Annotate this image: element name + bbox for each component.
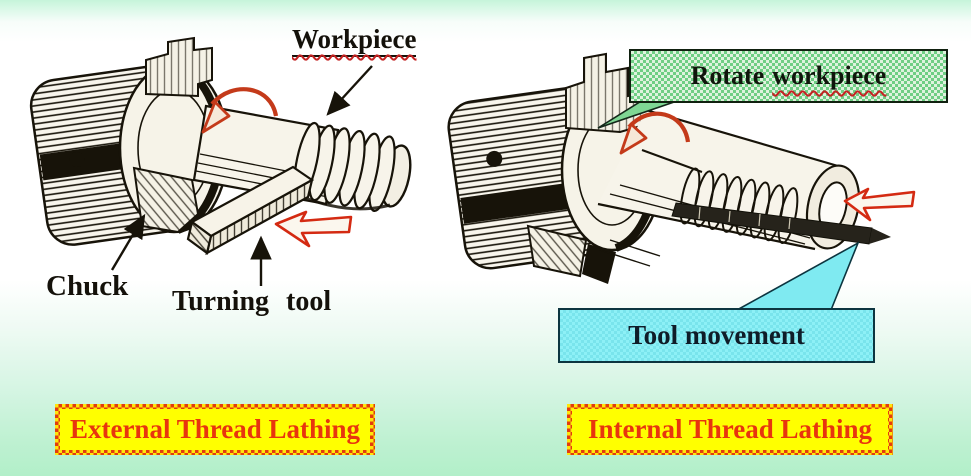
rotate-workpiece-callout: Rotate workpiece <box>629 49 948 103</box>
turning-tool-shape <box>186 165 315 256</box>
internal-threads <box>641 149 799 245</box>
external-threads <box>293 121 412 213</box>
workpiece-label: Workpiece <box>292 24 417 57</box>
external-thread-caption-text: External Thread Lathing <box>60 409 370 450</box>
workpiece-pointer-arrow <box>326 65 373 116</box>
external-thread-caption: External Thread Lathing <box>55 404 375 455</box>
internal-chuck <box>447 52 664 284</box>
chuck-pointer-arrow <box>110 213 146 271</box>
tool-movement-callout-tail <box>733 241 860 311</box>
internal-workpiece <box>597 108 891 267</box>
rotation-arrow-icon <box>201 87 279 134</box>
turning-tool-label: Turning tool <box>172 286 332 317</box>
rotation-arrow-icon-right <box>619 111 691 155</box>
rotate-callout-word: workpiece <box>772 61 887 90</box>
workpiece-label-text: Workpiece <box>292 24 417 57</box>
rotate-callout-prefix: Rotate <box>690 61 765 90</box>
feed-arrow-icon-right <box>843 187 916 222</box>
external-chuck <box>29 36 230 246</box>
tool-movement-callout: Tool movement <box>558 308 875 363</box>
external-workpiece <box>192 104 412 213</box>
internal-thread-caption: Internal Thread Lathing <box>567 404 893 455</box>
boring-bar-shape <box>671 202 891 245</box>
chuck-label: Chuck <box>46 270 129 302</box>
internal-thread-caption-text: Internal Thread Lathing <box>572 409 888 450</box>
feed-arrow-icon <box>274 210 353 248</box>
